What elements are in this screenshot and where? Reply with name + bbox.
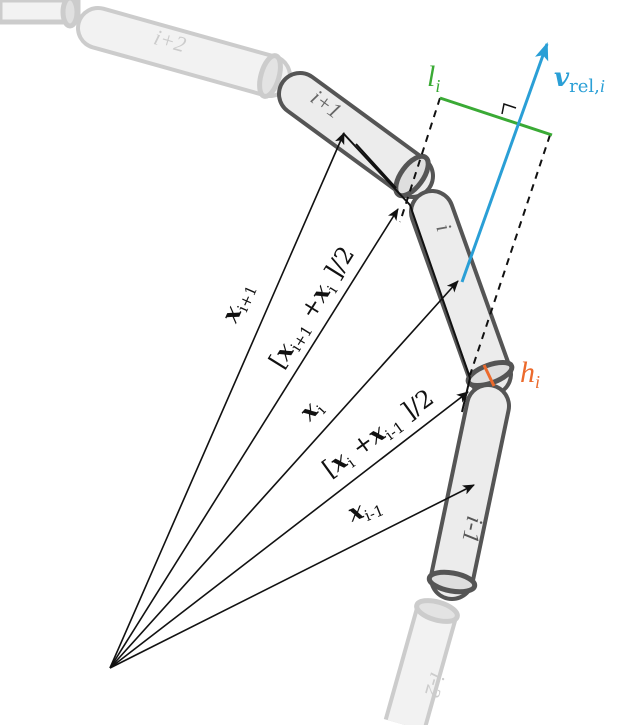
position-vectors [109, 132, 475, 669]
segment-i-plus-2-faded: i+2 [76, 6, 292, 99]
projection-dashed-lines [399, 97, 551, 376]
segment-i-plus-3-faded [0, 0, 81, 29]
label-l-i: li [427, 60, 440, 96]
label-x-i: xi [292, 392, 329, 429]
label-x-i-plus-1: xi+1 [215, 277, 261, 329]
label-midpoint-upper: [xi+1 +xi ]/2 [262, 241, 362, 375]
segment-i-minus-2-faded: i-2 [383, 598, 460, 725]
arrow-mid-upper [109, 208, 399, 669]
segment-i-plus-1: i+1 [277, 71, 435, 199]
arrow-x-i-plus-1 [109, 132, 345, 669]
segment-label-i-minus-1: i-1 [456, 514, 487, 545]
height-h-marker [482, 364, 496, 387]
centroid-links [342, 132, 471, 413]
label-midpoint-lower: [xi +xi-1 ]/2 [316, 383, 440, 486]
segment-i-minus-1: i-1 [426, 383, 511, 601]
length-l-marker [439, 96, 553, 137]
label-x-i-minus-1: xi-1 [342, 488, 386, 531]
arrow-x-i [109, 280, 459, 669]
label-v-rel-i: vrel,i [554, 63, 605, 97]
label-h-i: hi [520, 356, 540, 392]
arrow-mid-lower [109, 391, 469, 669]
arrow-x-i-minus-1 [109, 484, 475, 669]
velocity-vector [460, 42, 549, 283]
